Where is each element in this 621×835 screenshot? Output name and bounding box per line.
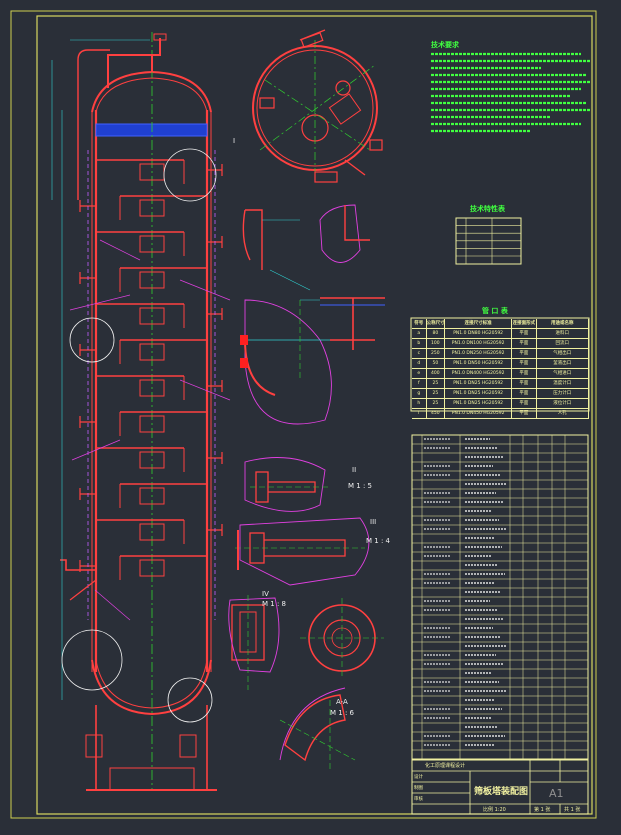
title-block-row: 制图 (414, 786, 423, 791)
nozzle-cell: 50 (427, 359, 446, 368)
drawing-scale: 比例 1:20 (483, 807, 506, 813)
detail-circle-II (69, 317, 115, 363)
tower-plan-view (252, 29, 383, 183)
nozzle-cell: 平面 (512, 349, 537, 358)
nozzle-cell: g (412, 389, 427, 398)
nozzle-cell: 平面 (512, 399, 537, 408)
nozzle-cell: 平面 (512, 359, 537, 368)
nozzle-cell: e (412, 369, 427, 378)
nozzle-cell: 符号 (412, 319, 427, 328)
nozzle-cell: 平面 (512, 369, 537, 378)
nozzle-cell: 450 (427, 409, 446, 418)
nozzle-cell: 连接面形式 (512, 319, 537, 328)
nozzle-cell: 进料口 (537, 329, 589, 338)
view-scale-II: M 1 : 5 (348, 482, 372, 490)
view-scale-AA: M 1 : 6 (330, 709, 354, 717)
view-label-II: II (352, 466, 357, 474)
nozzle-cell: PN1.0 DN25 HG20592 (445, 389, 513, 398)
nozzle-cell: 温度计口 (537, 379, 589, 388)
nozzle-cell: PN1.0 DN400 HG20592 (445, 369, 513, 378)
title-block-row: 审核 (414, 797, 423, 802)
tower-elevation (51, 32, 231, 791)
nozzle-table-title: 管 口 表 (482, 307, 508, 315)
view-scale-IV: M 1 : 8 (262, 600, 286, 608)
nozzle-cell: PN1.0 DN25 HG20592 (445, 399, 513, 408)
nozzle-cell: d (412, 359, 427, 368)
nozzle-cell: 液位计口 (537, 399, 589, 408)
nozzle-cell: 25 (427, 389, 446, 398)
nozzle-cell: 平面 (512, 339, 537, 348)
nozzle-cell: 连接尺寸标准 (445, 319, 513, 328)
nozzle-cell: 100 (427, 339, 446, 348)
detail-circle-I (163, 148, 217, 202)
nozzle-cell: PN1.0 DN25 HG20592 (445, 379, 513, 388)
sheet-total: 共 1 张 (564, 807, 581, 813)
view-label-AA: A-A (336, 698, 348, 706)
nozzle-cell: 平面 (512, 389, 537, 398)
nozzle-cell: 用途或名称 (537, 319, 589, 328)
inner-border (36, 15, 593, 815)
nozzle-cell: 平面 (512, 329, 537, 338)
nozzle-cell: 压力计口 (537, 389, 589, 398)
nozzle-cell: 平面 (512, 379, 537, 388)
tech-char-title: 技术特性表 (470, 205, 505, 213)
drawing-mid-label: 化工原理课程设计 (425, 763, 466, 769)
view-label-I: I (233, 137, 236, 145)
nozzle-cell: i (412, 409, 427, 418)
nozzle-cell: 400 (427, 369, 446, 378)
nozzle-cell: h (412, 399, 427, 408)
nozzle-cell: a (412, 329, 427, 338)
nozzle-cell: 人孔 (537, 409, 589, 418)
title-block-rows: 设计制图审核 (414, 772, 423, 805)
drawing-size-code: A1 (549, 787, 564, 800)
nozzle-cell: c (412, 349, 427, 358)
title-block-row: 设计 (414, 775, 423, 780)
nozzle-cell: PN1.0 DN250 HG20592 (445, 349, 513, 358)
nozzle-cell: PN1.0 DN50 HG20592 (445, 359, 513, 368)
tech-req-title: 技术要求 (431, 41, 459, 49)
detail-views (228, 204, 385, 770)
sheet-index: 第 1 张 (534, 807, 551, 813)
nozzle-cell: 平面 (512, 409, 537, 418)
nozzle-cell: 回流口 (537, 339, 589, 348)
view-label-IV: IV (262, 590, 269, 598)
nozzle-cell: 气相进口 (537, 369, 589, 378)
detail-circle-IV (167, 677, 213, 723)
nozzle-cell: 公称尺寸 (426, 319, 446, 328)
tech-req-lines (431, 52, 591, 133)
nozzle-cell: PN1.0 DN100 HG20592 (445, 339, 513, 348)
nozzle-cell: PN1.0 DN80 HG20592 (445, 329, 513, 338)
title-block (411, 759, 589, 815)
nozzle-cell: 25 (427, 379, 446, 388)
parts-list (411, 434, 589, 760)
nozzle-cell: 气相出口 (537, 349, 589, 358)
nozzle-cell: 250 (427, 349, 446, 358)
nozzle-table-frame (410, 317, 590, 412)
nozzle-cell: 釜液出口 (537, 359, 589, 368)
nozzle-cell: 80 (427, 329, 446, 338)
nozzle-cell: 25 (427, 399, 446, 408)
tech-char-table (455, 217, 522, 265)
detail-circle-III (61, 629, 123, 691)
view-scale-III: M 1 : 4 (366, 537, 390, 545)
nozzle-cell: f (412, 379, 427, 388)
outer-border (10, 10, 597, 819)
nozzle-cell: PN1.0 DN450 HG20592 (445, 409, 513, 418)
nozzle-table-header: 符号公称尺寸连接尺寸标准连接面形式用途或名称 (412, 319, 589, 329)
drawing-title: 筛板塔装配图 (474, 787, 529, 797)
nozzle-cell: b (412, 339, 427, 348)
view-label-III: III (370, 518, 377, 526)
